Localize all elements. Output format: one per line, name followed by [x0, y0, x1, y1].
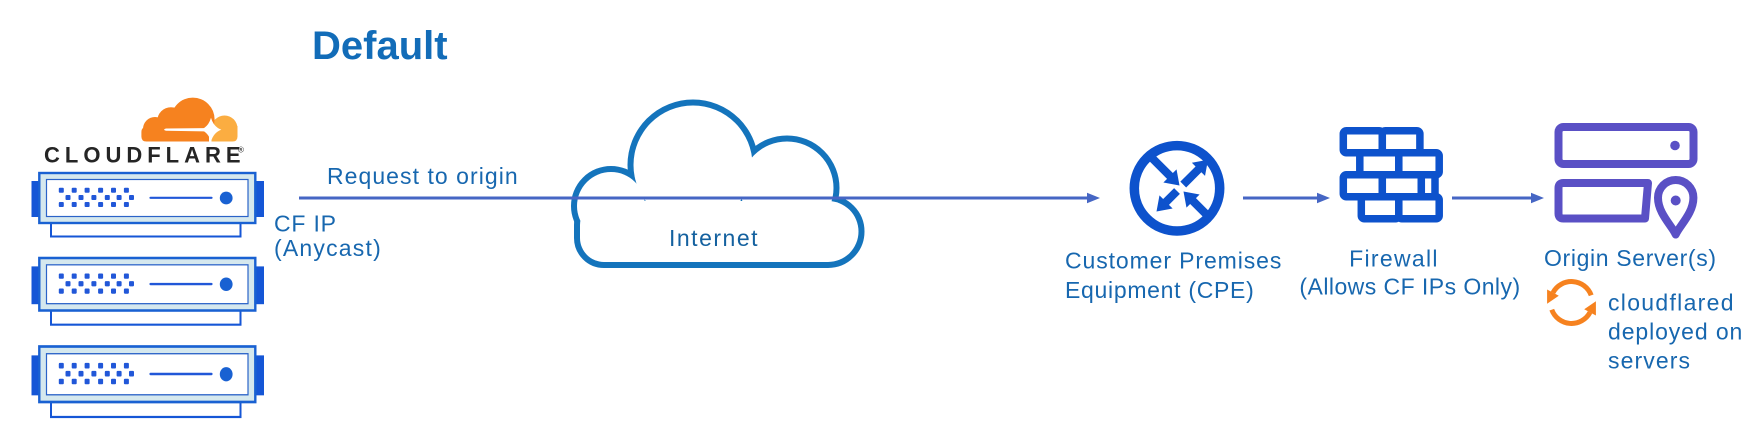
svg-text:Internet: Internet	[669, 225, 759, 251]
svg-text:Customer Premises: Customer Premises	[1065, 248, 1282, 274]
svg-text:Equipment (CPE): Equipment (CPE)	[1065, 277, 1254, 303]
svg-text:(Allows CF IPs Only): (Allows CF IPs Only)	[1299, 274, 1520, 300]
svg-text:servers: servers	[1608, 348, 1691, 374]
svg-text:Request to origin: Request to origin	[327, 163, 519, 189]
svg-text:deployed on: deployed on	[1608, 319, 1743, 345]
svg-text:cloudflared: cloudflared	[1608, 290, 1735, 316]
svg-text:Default: Default	[312, 24, 448, 68]
svg-text:CF IP: CF IP	[274, 211, 337, 237]
svg-text:Origin Server(s): Origin Server(s)	[1544, 245, 1717, 271]
svg-text:CLOUDFLARE: CLOUDFLARE	[44, 143, 246, 168]
svg-text:Firewall: Firewall	[1349, 246, 1439, 272]
svg-text:®: ®	[238, 146, 244, 155]
svg-text:(Anycast): (Anycast)	[274, 235, 382, 261]
